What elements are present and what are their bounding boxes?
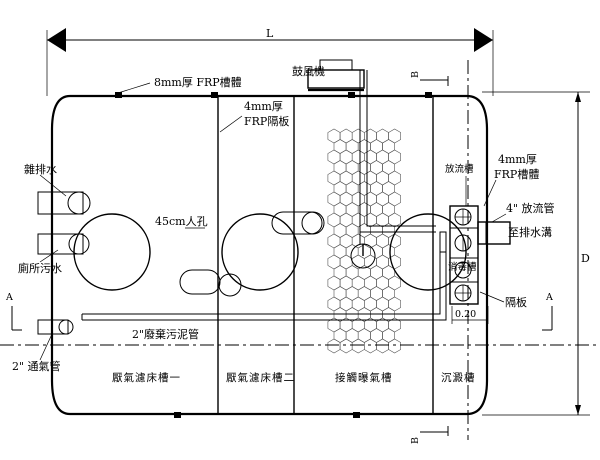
top-annotations: 8mm厚 FRP槽體 4mm厚 FRP隔板 — [117, 76, 289, 133]
honeycomb-cell — [327, 170, 341, 186]
depth-dimension: D — [482, 91, 590, 416]
manhole-3 — [389, 213, 467, 291]
honeycomb-cell — [327, 212, 341, 228]
aeration-media-honeycomb — [327, 128, 402, 354]
depth-label: D — [581, 252, 590, 265]
manhole-2 — [221, 213, 299, 291]
section-b-top-label: B — [410, 71, 421, 78]
baffle-label: 隔板 — [505, 295, 527, 309]
disinfect-tank-label: 消毒槽 — [448, 261, 477, 273]
honeycomb-cell — [388, 338, 402, 354]
honeycomb-cell — [376, 296, 389, 312]
honeycomb-cell — [327, 149, 341, 165]
section-b-marks: B B — [410, 60, 469, 444]
honeycomb-cell — [376, 170, 389, 186]
right-shell-label-2: FRP槽體 — [494, 168, 539, 181]
discharge-assembly: 0.20 — [439, 205, 511, 324]
honeycomb-cell — [376, 254, 389, 270]
chamber-anaerobic-1: 厭氣濾床槽一 — [112, 371, 181, 384]
honeycomb-cell — [376, 149, 389, 165]
honeycomb-cell — [363, 338, 377, 354]
right-shell-label-1: 4mm厚 — [498, 153, 537, 166]
discharge-pipe-label: 4" 放流管 — [506, 201, 555, 215]
honeycomb-cell — [376, 275, 389, 291]
honeycomb-cell — [327, 275, 341, 291]
honeycomb-cell — [357, 244, 371, 259]
length-label: L — [266, 27, 274, 40]
to-drain-label: 至排水溝 — [508, 225, 552, 239]
honeycomb-cell — [339, 338, 353, 354]
chamber-labels: 厭氣濾床槽一 厭氣濾床槽二 接觸曝氣槽 沉澱槽 — [112, 371, 476, 384]
manholes: 45cm人孔 — [73, 211, 467, 297]
disinfection-box — [449, 205, 479, 305]
partition-label-1: 4mm厚 — [244, 100, 283, 113]
misc-drain-label: 雜排水 — [24, 162, 57, 176]
partition-label-2: FRP隔板 — [244, 114, 289, 128]
honeycomb-cell — [327, 338, 341, 354]
discharge-pipe — [477, 221, 511, 245]
tank-shell-label: 8mm厚 FRP槽體 — [154, 76, 242, 89]
honeycomb-cell — [327, 128, 341, 144]
manhole-1 — [73, 213, 151, 291]
section-a-right-label: A — [545, 292, 553, 303]
chamber-aeration: 接觸曝氣槽 — [335, 371, 393, 384]
chamber-anaerobic-2: 厭氣濾床槽二 — [226, 371, 295, 384]
right-annotations: 4mm厚 FRP槽體 放流槽 4" 放流管 至排水溝 消毒槽 隔板 — [445, 153, 555, 309]
toilet-waste-label: 廁所污水 — [18, 261, 62, 275]
honeycomb-cell — [357, 286, 371, 301]
tank-body — [50, 92, 489, 418]
honeycomb-cell — [357, 328, 371, 343]
honeycomb-cell — [327, 296, 341, 312]
vent-pipe-label: 2" 通氣管 — [12, 359, 61, 373]
chamber-settling: 沉澱槽 — [441, 371, 476, 384]
partitions — [217, 96, 434, 414]
blower-label: 鼓風機 — [292, 64, 325, 78]
section-a-marks: A A — [0, 292, 600, 346]
section-a-left-label: A — [5, 292, 13, 303]
honeycomb-cell — [376, 338, 389, 354]
honeycomb-cell — [376, 233, 389, 249]
dim-020-label: 0.20 — [455, 309, 476, 320]
sludge-pipe: 2"廢棄污泥管 — [81, 247, 447, 341]
honeycomb-cell — [376, 128, 389, 144]
honeycomb-cell — [327, 191, 341, 207]
inlet-pipes: 雜排水 廁所污水 2" 通氣管 — [12, 162, 91, 373]
discharge-tank-label: 放流槽 — [445, 163, 474, 175]
honeycomb-cell — [376, 191, 389, 207]
honeycomb-cell — [351, 338, 365, 354]
honeycomb-cell — [376, 212, 389, 228]
honeycomb-cell — [327, 254, 341, 270]
section-b-bottom-label: B — [410, 437, 421, 444]
length-dimension: L — [46, 27, 494, 96]
sludge-pipe-label: 2"廢棄污泥管 — [132, 327, 199, 341]
manhole-label: 45cm人孔 — [155, 215, 208, 228]
honeycomb-cell — [327, 233, 341, 249]
blower-unit: 鼓風機 — [292, 59, 436, 269]
